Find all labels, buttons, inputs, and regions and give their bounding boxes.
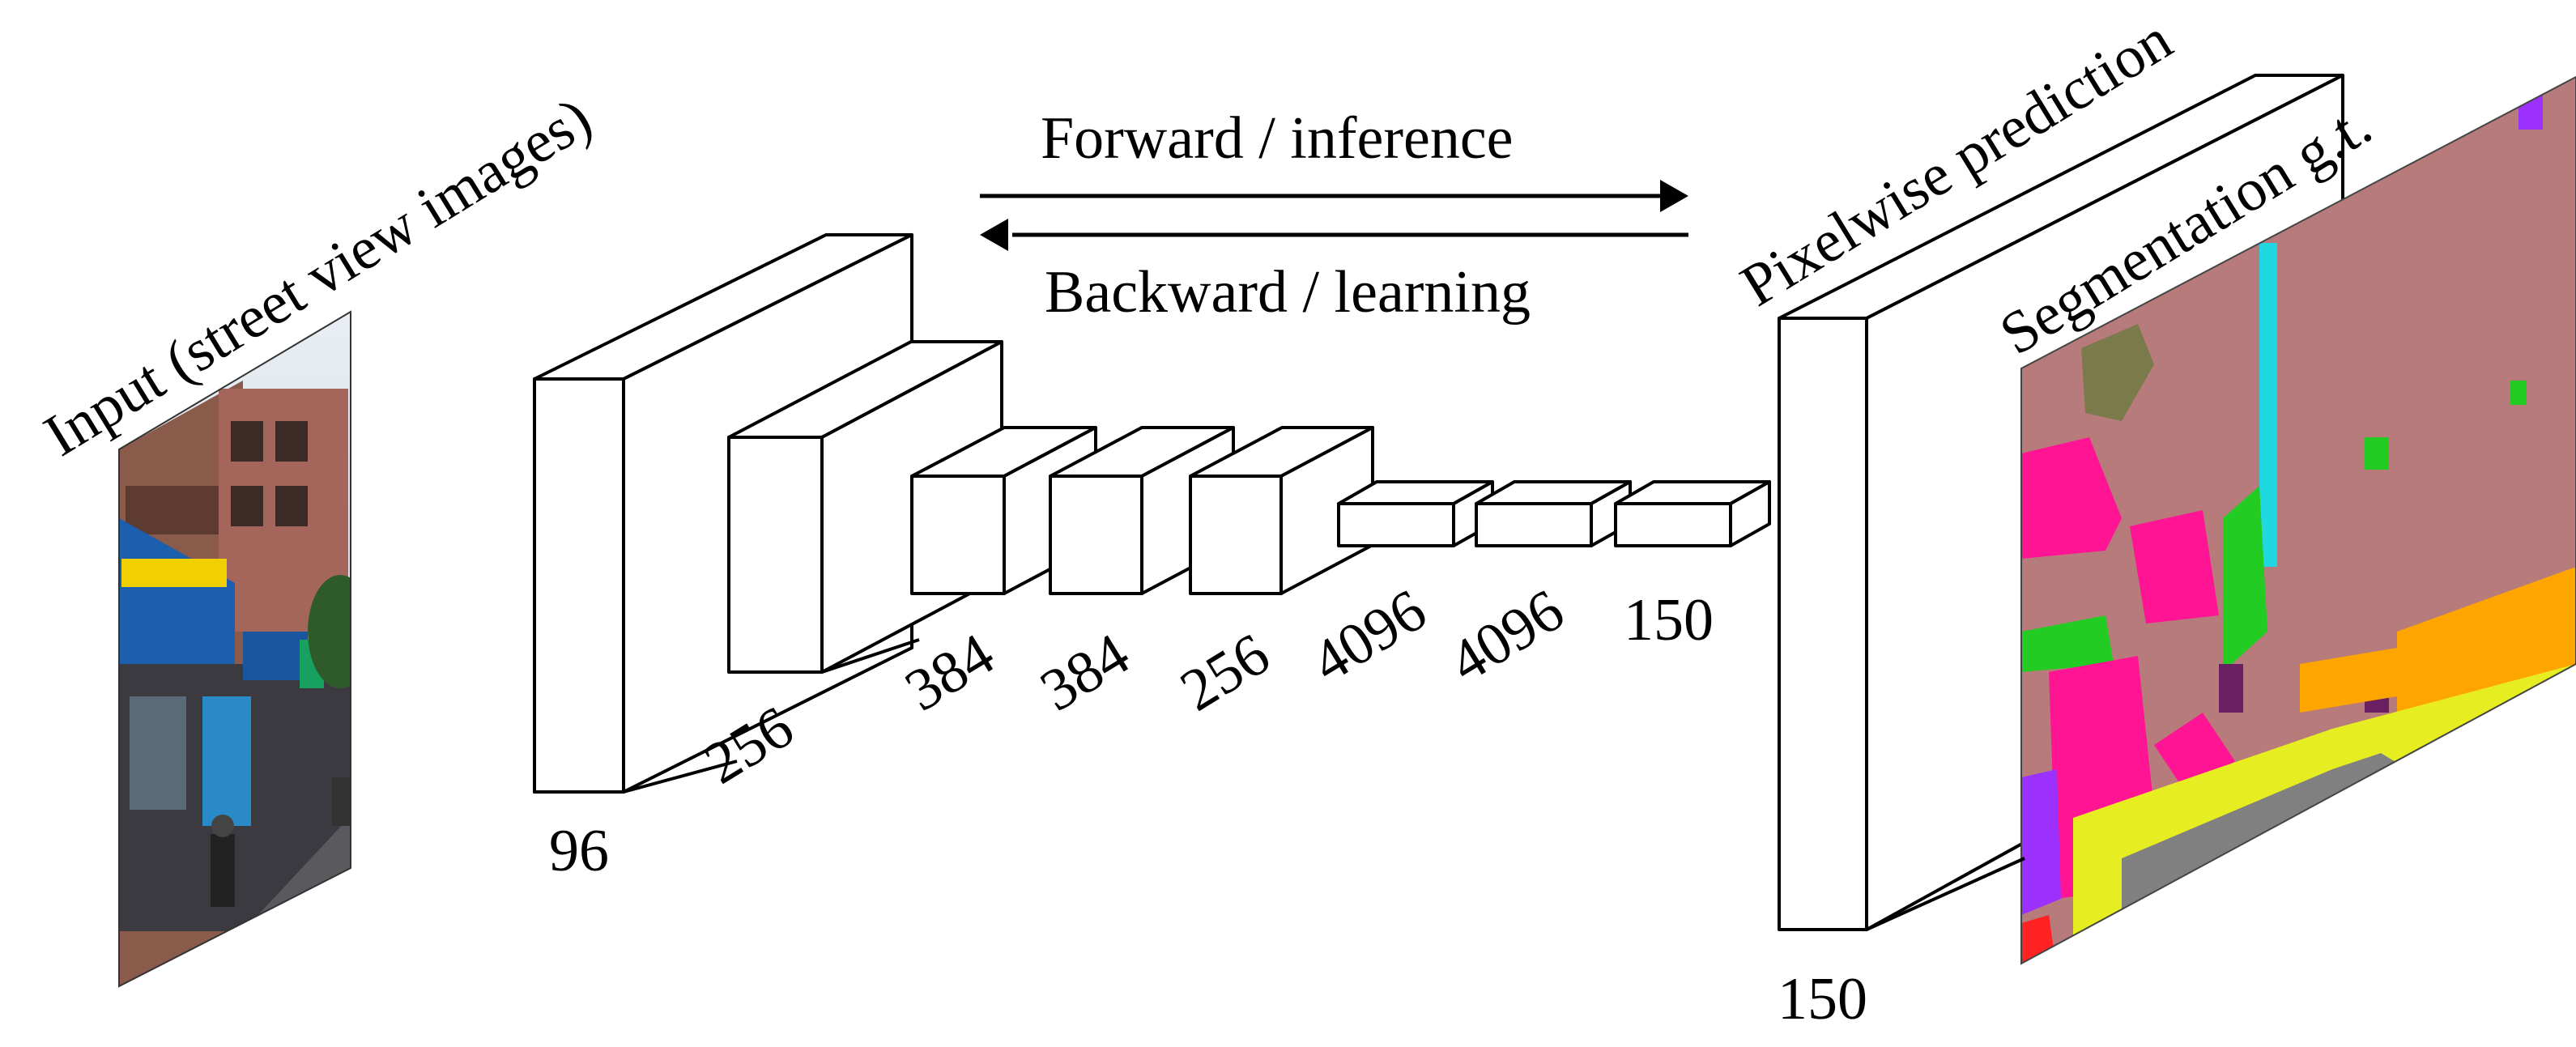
conv2-edge	[821, 638, 920, 674]
conv1-edge	[623, 760, 738, 794]
fc7-block	[1475, 480, 1632, 547]
channels-conv5: 256	[1169, 621, 1280, 725]
channels-conv1: 96	[549, 818, 609, 884]
fc8-block	[1614, 480, 1771, 547]
channels-fc8: 150	[1624, 587, 1714, 653]
backward-arrow	[980, 219, 1688, 251]
channels-output: 150	[1778, 966, 1867, 1032]
forward-arrow	[980, 180, 1688, 212]
fc6-block	[1337, 480, 1494, 547]
conv5-block	[1189, 426, 1374, 595]
output-to-gt-edge	[1866, 857, 2025, 931]
forward-label: Forward / inference	[1041, 105, 1514, 172]
channels-fc6: 4096	[1301, 577, 1437, 696]
channels-conv4: 384	[1029, 621, 1140, 725]
backward-label: Backward / learning	[1045, 259, 1531, 326]
channels-fc7: 4096	[1438, 577, 1575, 696]
